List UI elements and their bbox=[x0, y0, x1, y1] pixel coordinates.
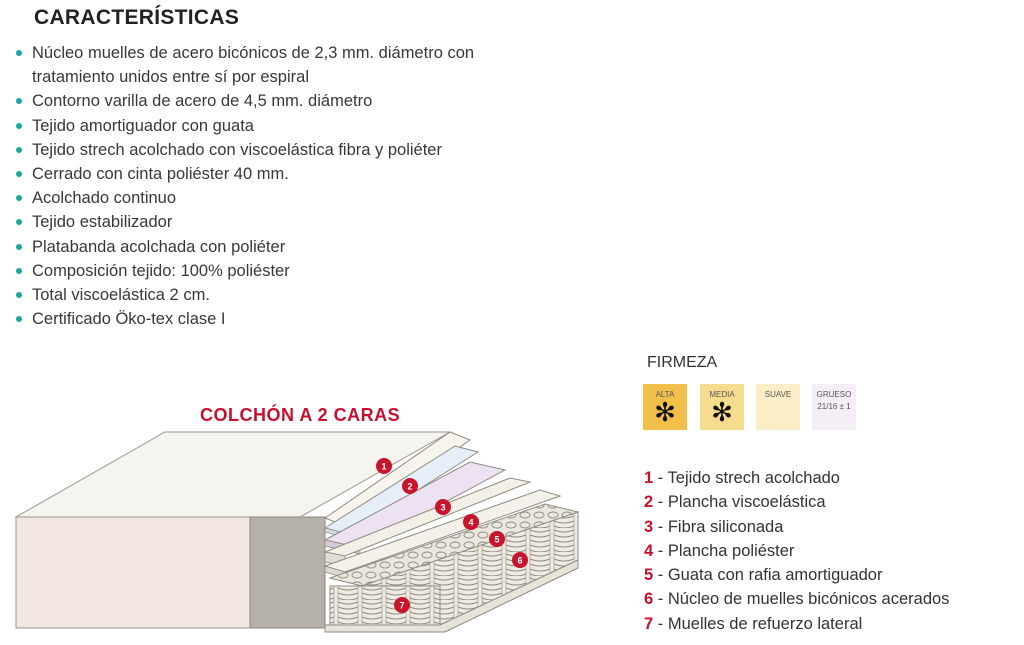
legend-number: 5 bbox=[644, 566, 654, 585]
feature-text: Tejido strech acolchado con viscoelástic… bbox=[32, 140, 442, 159]
layer-badge-4: 4 bbox=[463, 514, 479, 530]
feature-item: Certificado Öko-tex clase I bbox=[12, 307, 474, 331]
legend-text: - Guata con rafia amortiguador bbox=[653, 566, 883, 585]
firmeza-level-media: MEDIA ✻ bbox=[700, 384, 744, 430]
feature-item: Tejido amortiguador con guata bbox=[12, 114, 474, 138]
mattress-base bbox=[324, 559, 579, 633]
bullet-icon bbox=[16, 50, 22, 56]
legend-item: 6 - Núcleo de muelles bicónicos acerados bbox=[644, 587, 949, 611]
feature-text: Composición tejido: 100% poliéster bbox=[32, 261, 290, 280]
feature-item: Total viscoelástica 2 cm. bbox=[12, 283, 474, 307]
feature-text: tratamiento unidos entre sí por espiral bbox=[32, 68, 309, 87]
legend-text: - Tejido strech acolchado bbox=[653, 469, 840, 487]
bullet-icon bbox=[16, 171, 22, 178]
legend-number: 4 bbox=[644, 541, 654, 560]
legend-text: - Muelles de refuerzo lateral bbox=[653, 614, 863, 633]
feature-text: Certificado Öko-tex clase I bbox=[32, 310, 226, 329]
feature-item: Tejido estabilizador bbox=[12, 210, 474, 234]
firmeza-level-alta: ALTA ✻ bbox=[643, 384, 687, 430]
bullet-icon bbox=[16, 98, 22, 105]
feature-item: Platabanda acolchada con poliéter bbox=[12, 235, 474, 259]
legend-item: 5 - Guata con rafia amortiguador bbox=[644, 563, 949, 587]
badge-number: 3 bbox=[440, 503, 445, 513]
feature-item: Tejido strech acolchado con viscoelástic… bbox=[12, 138, 474, 162]
bullet-icon bbox=[16, 316, 22, 323]
bullet-icon bbox=[16, 243, 22, 250]
bullet-icon bbox=[16, 122, 22, 129]
bullet-icon bbox=[16, 195, 22, 202]
legend-number: 2 bbox=[644, 493, 654, 512]
layer-badge-1: 1 bbox=[376, 458, 392, 474]
asterisk-icon: ✻ bbox=[711, 397, 733, 427]
layer-badge-3: 3 bbox=[435, 499, 451, 515]
badge-number: 1 bbox=[381, 462, 386, 472]
layer-badge-5: 5 bbox=[489, 531, 505, 547]
bullet-icon bbox=[16, 146, 22, 153]
badge-number: 4 bbox=[468, 518, 473, 528]
badge-number: 7 bbox=[399, 601, 404, 611]
bullet-icon bbox=[16, 219, 22, 226]
legend-number: 7 bbox=[644, 614, 654, 633]
layer-badge-6: 6 bbox=[512, 552, 528, 568]
legend-number: 3 bbox=[644, 517, 654, 536]
legend-text: - Fibra siliconada bbox=[653, 517, 784, 536]
legend-item: 4 - Plancha poliéster bbox=[644, 539, 949, 563]
bullet-icon bbox=[16, 267, 22, 274]
layers-legend: 1 - Tejido strech acolchado 2 - Plancha … bbox=[644, 466, 949, 636]
badge-number: 5 bbox=[494, 535, 499, 545]
feature-text: Núcleo muelles de acero bicónicos de 2,3… bbox=[32, 44, 475, 62]
features-list: Núcleo muelles de acero bicónicos de 2,3… bbox=[12, 41, 474, 331]
feature-item: Núcleo muelles de acero bicónicos de 2,3… bbox=[12, 41, 474, 65]
legend-item: 2 - Plancha viscoelástica bbox=[644, 490, 949, 514]
legend-text: - Plancha viscoelástica bbox=[653, 493, 826, 512]
feature-text: Tejido estabilizador bbox=[32, 213, 173, 232]
firmeza-level-grueso: GRUESO 21/16 ± 1 bbox=[812, 384, 856, 430]
firmeza-title: FIRMEZA bbox=[647, 354, 718, 371]
feature-item-continuation: tratamiento unidos entre sí por espiral bbox=[12, 65, 474, 89]
diagram-title: COLCHÓN A 2 CARAS bbox=[200, 405, 401, 425]
bullet-icon bbox=[16, 292, 22, 299]
spring-core-front bbox=[329, 585, 441, 626]
feature-item: Acolchado continuo bbox=[12, 186, 474, 210]
layer-badge-2: 2 bbox=[402, 478, 418, 494]
thickness-value: 21/16 ± 1 bbox=[817, 402, 851, 411]
legend-item: 7 - Muelles de refuerzo lateral bbox=[644, 612, 949, 636]
feature-text: Acolchado continuo bbox=[32, 189, 177, 208]
legend-item: 3 - Fibra siliconada bbox=[644, 515, 949, 539]
legend-text: - Núcleo de muelles bicónicos acerados bbox=[653, 590, 950, 609]
firmeza-level-label: MEDIA bbox=[709, 390, 735, 399]
feature-text: Contorno varilla de acero de 4,5 mm. diá… bbox=[32, 92, 373, 111]
firmeza-level-label: GRUESO bbox=[816, 390, 852, 399]
feature-item: Contorno varilla de acero de 4,5 mm. diá… bbox=[12, 89, 474, 113]
legend-text: - Plancha poliéster bbox=[653, 541, 795, 560]
feature-text: Cerrado con cinta poliéster 40 mm. bbox=[32, 165, 289, 184]
feature-text: Total viscoelástica 2 cm. bbox=[32, 286, 210, 305]
feature-text: Tejido amortiguador con guata bbox=[32, 116, 254, 135]
badge-number: 6 bbox=[517, 556, 522, 566]
feature-text: Platabanda acolchada con poliéter bbox=[32, 237, 286, 256]
badge-number: 2 bbox=[407, 482, 412, 492]
mattress-cut-face bbox=[249, 516, 326, 629]
feature-item: Cerrado con cinta poliéster 40 mm. bbox=[12, 162, 474, 186]
layer-badge-7: 7 bbox=[394, 597, 410, 613]
page-heading: CARACTERÍSTICAS bbox=[34, 6, 240, 29]
asterisk-icon: ✻ bbox=[654, 397, 676, 427]
firmeza-level-label: SUAVE bbox=[764, 390, 792, 399]
firmeza-level-suave: SUAVE bbox=[756, 384, 800, 430]
mattress-front-face bbox=[15, 516, 251, 629]
firmeza-level-label: ALTA bbox=[655, 390, 675, 399]
legend-number: 6 bbox=[644, 590, 654, 609]
feature-item: Composición tejido: 100% poliéster bbox=[12, 259, 474, 283]
legend-number: 1 bbox=[644, 469, 654, 487]
legend-item: 1 - Tejido strech acolchado bbox=[644, 466, 949, 490]
